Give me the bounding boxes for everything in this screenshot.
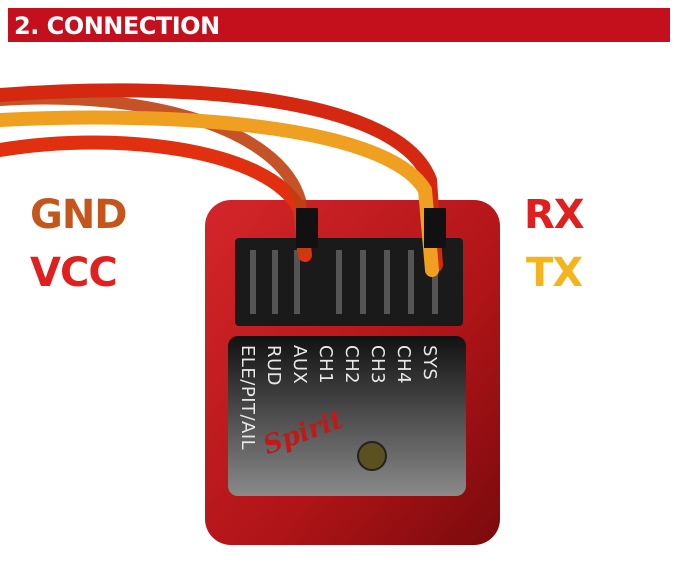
wires <box>0 83 443 277</box>
tx-label: TX <box>526 250 583 296</box>
gnd-label: GND <box>30 192 128 238</box>
port-label: CH1 <box>315 345 336 385</box>
label-plate <box>228 336 466 496</box>
connector-pins <box>250 250 438 314</box>
port-labels: ELE/PIT/AIL RUD AUX CH1 CH2 CH3 CH4 SYS <box>236 345 440 495</box>
port-label: SYS <box>419 345 440 381</box>
tx-wire-housing <box>424 208 446 248</box>
port-label: RUD <box>263 345 284 387</box>
vcc-label: VCC <box>30 250 118 296</box>
rx-label: RX <box>524 192 585 238</box>
section-title: 2. CONNECTION <box>14 12 220 40</box>
connector-block <box>235 238 463 326</box>
port-label: CH4 <box>393 345 414 385</box>
port-label: AUX <box>289 345 310 385</box>
gnd-wire-housing <box>296 208 318 248</box>
port-label: ELE/PIT/AIL <box>237 345 258 451</box>
status-led <box>357 441 387 471</box>
port-label: CH3 <box>367 345 388 385</box>
section-header: 2. CONNECTION <box>8 8 670 42</box>
port-label: CH2 <box>341 345 362 385</box>
